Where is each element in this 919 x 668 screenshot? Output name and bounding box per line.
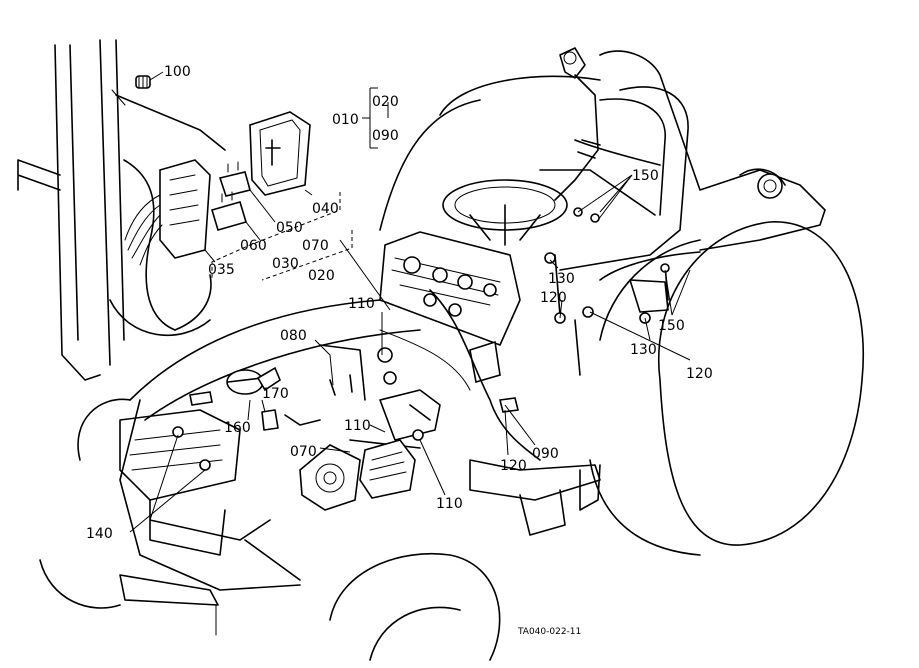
- relay-060: [211, 191, 247, 231]
- engine-bay: [172, 252, 670, 511]
- relay-050: [218, 161, 251, 197]
- group-bracket: [211, 192, 353, 281]
- callout-020-bottom: 020: [308, 268, 335, 284]
- callout-035: 035: [208, 262, 235, 278]
- callout-100: 100: [164, 64, 191, 80]
- callout-070-top: 070: [302, 238, 329, 254]
- hood-body: [119, 75, 601, 591]
- callout-030: 030: [272, 256, 299, 272]
- front-right-wheel: [329, 553, 501, 661]
- rear-fender: [599, 50, 826, 281]
- cover-040: [249, 111, 311, 196]
- front-left-wheel: [39, 398, 131, 609]
- dashboard: [379, 179, 568, 384]
- operator-seat: [539, 86, 689, 271]
- bolt-100: [135, 75, 151, 89]
- callout-120-right: 120: [686, 366, 713, 382]
- callout-070-bottom: 070: [290, 444, 317, 460]
- callout-150-right: 150: [658, 318, 685, 334]
- connector-035: [124, 159, 211, 266]
- callout-020-top: 020: [372, 94, 399, 110]
- cab-frame: [17, 39, 226, 381]
- callout-130-top: 130: [548, 271, 575, 287]
- callout-130-right: 130: [630, 342, 657, 358]
- callout-140: 140: [86, 526, 113, 542]
- diagram-code: TA040-022-11: [517, 627, 581, 637]
- callout-010: 010: [332, 112, 359, 128]
- callout-120-top: 120: [540, 290, 567, 306]
- callout-120-bottom: 120: [500, 458, 527, 474]
- callout-050: 050: [276, 220, 303, 236]
- callout-040: 040: [312, 201, 339, 217]
- callout-090-bottom: 090: [532, 446, 559, 462]
- callout-170: 170: [262, 386, 289, 402]
- callout-060: 060: [240, 238, 267, 254]
- seat-switch-150: [554, 47, 601, 223]
- callout-090-top: 090: [372, 128, 399, 144]
- callout-110-bottom: 110: [436, 496, 463, 512]
- callout-110-top: 110: [348, 296, 375, 312]
- callouts: 100 020 010 090 150 040 050 060 070 030 …: [86, 64, 713, 542]
- leader-lines: [129, 71, 691, 533]
- callout-080: 080: [280, 328, 307, 344]
- callout-160: 160: [224, 420, 251, 436]
- callout-150-seat: 150: [632, 168, 659, 184]
- rear-right-wheel: [589, 221, 865, 556]
- callout-110-mid: 110: [344, 418, 371, 434]
